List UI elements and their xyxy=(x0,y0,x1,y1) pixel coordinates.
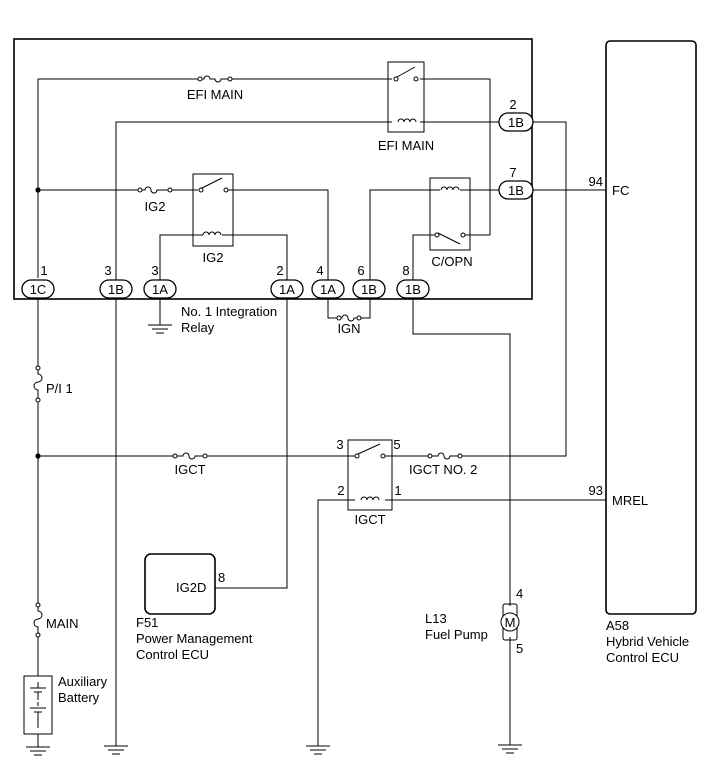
relay-box-name-line2: Relay xyxy=(181,320,215,335)
relay-box-name-line1: No. 1 Integration xyxy=(181,304,277,319)
power-management-ecu-box xyxy=(144,553,216,615)
hv-ecu-pin-mrel-number: 93 xyxy=(589,483,603,498)
power-ecu-name-line2: Control ECU xyxy=(136,647,209,662)
connector-label: 1B xyxy=(405,282,421,297)
connector-label: 1A xyxy=(152,282,168,297)
fuse-efi-main-label: EFI MAIN xyxy=(187,87,243,102)
fuse-ign-label: IGN xyxy=(337,321,360,336)
junction-dot xyxy=(35,187,41,193)
connector-label: 1A xyxy=(320,282,336,297)
power-ecu-terminal: IG2D xyxy=(176,580,206,595)
pin-number: 4 xyxy=(316,263,323,278)
internal-wiring xyxy=(37,78,499,325)
ground-symbol xyxy=(26,746,50,756)
relay-igct-label: IGCT xyxy=(354,512,385,527)
fuse-efi-main xyxy=(197,75,233,83)
igct-pin-2: 2 xyxy=(337,483,344,498)
fuse-ig2-label: IG2 xyxy=(145,199,166,214)
connector-label: 1B xyxy=(361,282,377,297)
connector-1b-7: 1B 7 xyxy=(498,165,534,200)
ground-symbol xyxy=(104,745,128,755)
battery-name-line1: Auxiliary xyxy=(58,674,108,689)
pin-number: 8 xyxy=(402,263,409,278)
fuse-main xyxy=(33,602,43,638)
integration-relay-box xyxy=(13,38,533,300)
hv-ecu-name-line1: Hybrid Vehicle xyxy=(606,634,689,649)
hv-ecu-box xyxy=(605,40,697,615)
fuse-pi1 xyxy=(33,365,43,403)
pin-number: 3 xyxy=(104,263,111,278)
ground-symbol xyxy=(148,324,172,334)
hv-ecu-pin-mrel-name: MREL xyxy=(612,493,648,508)
relay-copn-label: C/OPN xyxy=(431,254,472,269)
fuse-igct-label: IGCT xyxy=(174,462,205,477)
relay-efi-main xyxy=(387,61,425,133)
connector-label: 1A xyxy=(279,282,295,297)
fuse-ig2 xyxy=(137,186,173,194)
fuse-main-label: MAIN xyxy=(46,616,79,631)
relay-ig2 xyxy=(192,173,234,247)
hv-ecu-code: A58 xyxy=(606,618,629,633)
motor-symbol: M xyxy=(505,615,516,630)
ground-symbol xyxy=(498,744,522,754)
connector-label: 1B xyxy=(108,282,124,297)
pin-number: 7 xyxy=(509,165,516,180)
relay-igct xyxy=(347,439,393,511)
relay-copn xyxy=(429,177,471,251)
junction-dot xyxy=(35,453,41,459)
fuse-igct xyxy=(172,452,208,460)
hv-ecu-pin-fc-name: FC xyxy=(612,183,629,198)
pin-number: 6 xyxy=(357,263,364,278)
hv-ecu-pin-fc-number: 94 xyxy=(589,174,603,189)
relay-efi-main-label: EFI MAIN xyxy=(378,138,434,153)
connector-1b-6: 1B 6 xyxy=(352,263,386,299)
connector-1a-4: 1A 4 xyxy=(311,263,345,299)
fuel-pump-pin-bottom: 5 xyxy=(516,641,523,656)
ground-symbol xyxy=(306,745,330,755)
fuel-pump-pin-top: 4 xyxy=(516,586,523,601)
igct-pin-5: 5 xyxy=(393,437,400,452)
connector-1c: 1C 1 xyxy=(21,263,55,299)
igct-pin-1: 1 xyxy=(394,483,401,498)
pin-number: 2 xyxy=(509,97,516,112)
connector-1b-3: 1B 3 xyxy=(99,263,133,299)
pin-number: 2 xyxy=(276,263,283,278)
fuel-pump-motor: M xyxy=(500,603,520,641)
fuse-ign xyxy=(336,314,362,322)
igct-pin-3: 3 xyxy=(336,437,343,452)
power-ecu-code: F51 xyxy=(136,615,158,630)
connector-1b-2: 1B 2 xyxy=(498,97,534,132)
power-ecu-name-line1: Power Management xyxy=(136,631,253,646)
connector-1a-3: 1A 3 xyxy=(143,263,177,299)
pin-number: 1 xyxy=(40,263,47,278)
external-wiring xyxy=(37,121,606,747)
fuse-igct-no2 xyxy=(427,452,463,460)
fuel-pump-name: Fuel Pump xyxy=(425,627,488,642)
hv-ecu-name-line2: Control ECU xyxy=(606,650,679,665)
fuse-pi1-label: P/I 1 xyxy=(46,381,73,396)
fuel-pump-code: L13 xyxy=(425,611,447,626)
fuse-igct-no2-label: IGCT NO. 2 xyxy=(409,462,477,477)
auxiliary-battery xyxy=(23,675,53,735)
pin-number: 3 xyxy=(151,263,158,278)
connector-label: 1B xyxy=(508,115,524,130)
relay-ig2-label: IG2 xyxy=(203,250,224,265)
connector-label: 1C xyxy=(30,282,47,297)
connector-1b-8: 1B 8 xyxy=(396,263,430,299)
battery-name-line2: Battery xyxy=(58,690,100,705)
power-ecu-pin: 8 xyxy=(218,570,225,585)
connector-1a-2: 1A 2 xyxy=(270,263,304,299)
connector-label: 1B xyxy=(508,183,524,198)
